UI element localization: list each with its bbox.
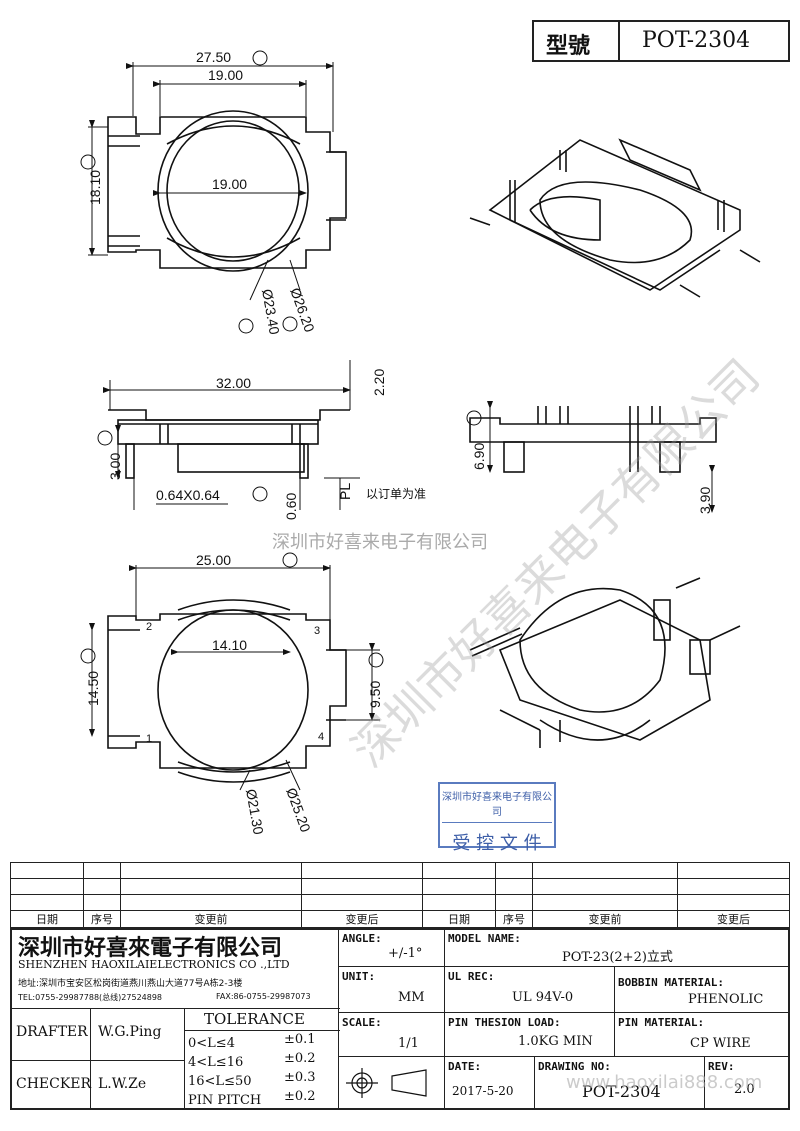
dim-side-width: 32.00 [216,375,251,391]
stamp-line2: 受 控 文 件 [452,833,542,854]
drawing-label: DRAWING NO: [538,1060,611,1073]
tol-value-2: ±0.3 [284,1070,316,1085]
rev-no-left: 序号 [83,910,121,928]
tol-value-3: ±0.2 [284,1089,316,1104]
dim-bot-right: 9.50 [367,681,383,708]
rev-label: REV: [708,1060,735,1073]
bottom-view [107,599,347,783]
symbol-icon [346,1066,436,1104]
iso-view-bottom [469,577,741,748]
rev-value: 2.0 [734,1082,755,1097]
dim-right-h: 6.90 [471,443,487,470]
company-block: 深圳市好喜來電子有限公司 SHENZHEN HAOXILAIELECTRONIC… [12,930,338,1008]
pin-3: 3 [314,625,320,637]
rev-no-right: 序号 [495,910,533,928]
unit-label: UNIT: [342,970,376,983]
company-en: SHENZHEN HAOXILAIELECTRONICS CO .,LTD [18,958,290,971]
rev-after-right: 变更后 [677,910,790,928]
dim-top-mid: 19.00 [212,176,247,192]
title-block [10,928,790,1110]
dim-side-pl: PL [337,483,353,500]
rev-date-left: 日期 [10,910,84,928]
unit-value: MM [398,990,425,1005]
drafter-label: DRAFTER [16,1024,88,1040]
dim-dia-c: Ø23.40 [259,288,283,336]
dim-top-outer: 27.50 [196,49,231,65]
bobbin-value: PHENOLIC [688,992,764,1007]
rev-before-left: 变更前 [120,910,302,928]
pin-2: 2 [146,621,152,633]
model-name-value: POT-23(2+2)立式 [562,950,673,965]
rev-before-right: 变更前 [532,910,678,928]
right-view [469,406,717,473]
tolerance-rows: 0<L≤4 ±0.1 4<L≤16 ±0.2 16<L≤50 ±0.3 PIN PIT… [188,1032,338,1108]
pin-material-label: PIN MATERIAL: [618,1016,705,1029]
stamp-line1: 深圳市好喜来电子有限公司 [442,792,552,818]
technical-drawing: 27.50 19.00 19.00 18.10 Ø23.40 Ø26.20 32… [80,49,769,836]
checker-label: CHECKER [16,1076,92,1092]
controlled-stamp: 深圳市好喜来电子有限公司 受 控 文 件 [438,782,556,854]
scale-value: 1/1 [398,1036,419,1051]
tol-range-2: 16<L≤50 [188,1074,252,1089]
dim-top-inner: 19.00 [208,67,243,83]
iso-view-top [469,138,761,298]
model-header-label: 型號 [546,33,591,59]
tension-label: PIN THESION LOAD: [448,1016,561,1029]
pin-1: 1 [146,733,152,745]
model-name-label: MODEL NAME: [448,932,521,945]
bobbin-label: BOBBIN MATERIAL: [618,976,724,989]
angle-value: +/-1° [388,946,423,961]
dim-top-height: 18.10 [87,170,103,205]
date-label: DATE: [448,1060,482,1073]
company-tel: TEL:0755-29987788(总线)27524898 [18,993,163,1002]
ul-value: UL 94V-0 [512,990,574,1005]
dim-side-left: 3.00 [107,453,123,480]
tol-range-1: 4<L≤16 [188,1055,244,1070]
tol-range-3: PIN PITCH [188,1093,262,1108]
dim-dia-l: Ø25.20 [283,786,314,835]
revision-table: 日期 序号 变更前 变更后 日期 序号 变更前 变更后 [10,862,790,928]
angle-label: ANGLE: [342,932,382,945]
model-header-value: POT-2304 [642,28,751,53]
ul-label: UL REC: [448,970,495,983]
dim-bot-width: 25.00 [196,552,231,568]
dim-bot-inner: 14.10 [212,637,247,653]
tension-value: 1.0KG MIN [518,1034,593,1049]
company-cn: 深圳市好喜來電子有限公司 [18,935,283,961]
site-mark: www.haoxilai888.com [566,1072,763,1093]
rev-date-right: 日期 [422,910,496,928]
pin-material-value: CP WIRE [690,1036,751,1051]
dim-right-pin: 3.90 [697,487,713,514]
company-address: 地址:深圳市宝安区松岗街道燕川燕山大道77号A栋2-3楼 [18,979,243,989]
dim-pin: 0.64X0.64 [156,487,220,503]
dim-side-060: 0.60 [283,493,299,520]
rev-after-left: 变更后 [301,910,423,928]
checker-name: L.W.Ze [98,1076,147,1092]
tol-value-0: ±0.1 [284,1032,316,1047]
side-note: 以订单为准 [366,487,426,501]
date-value: 2017-5-20 [452,1084,514,1098]
drawing-value: POT-2304 [582,1082,661,1101]
pin-4: 4 [318,731,324,743]
tol-range-0: 0<L≤4 [188,1036,235,1051]
dim-side-top: 2.20 [371,369,387,396]
dim-bot-left: 14.50 [85,671,101,706]
side-view [108,409,350,479]
tolerance-label: TOLERANCE [204,1010,305,1028]
dim-dia-k: Ø21.30 [243,788,267,836]
scale-label: SCALE: [342,1016,382,1029]
company-fax: FAX:86-0755-29987073 [216,992,311,1001]
tol-value-1: ±0.2 [284,1051,316,1066]
watermark-line: 深圳市好喜来电子有限公司 [272,532,488,552]
model-header: 型號 POT-2304 [532,20,790,62]
drafter-name: W.G.Ping [98,1024,162,1040]
dim-dia-d: Ø26.20 [287,286,318,335]
